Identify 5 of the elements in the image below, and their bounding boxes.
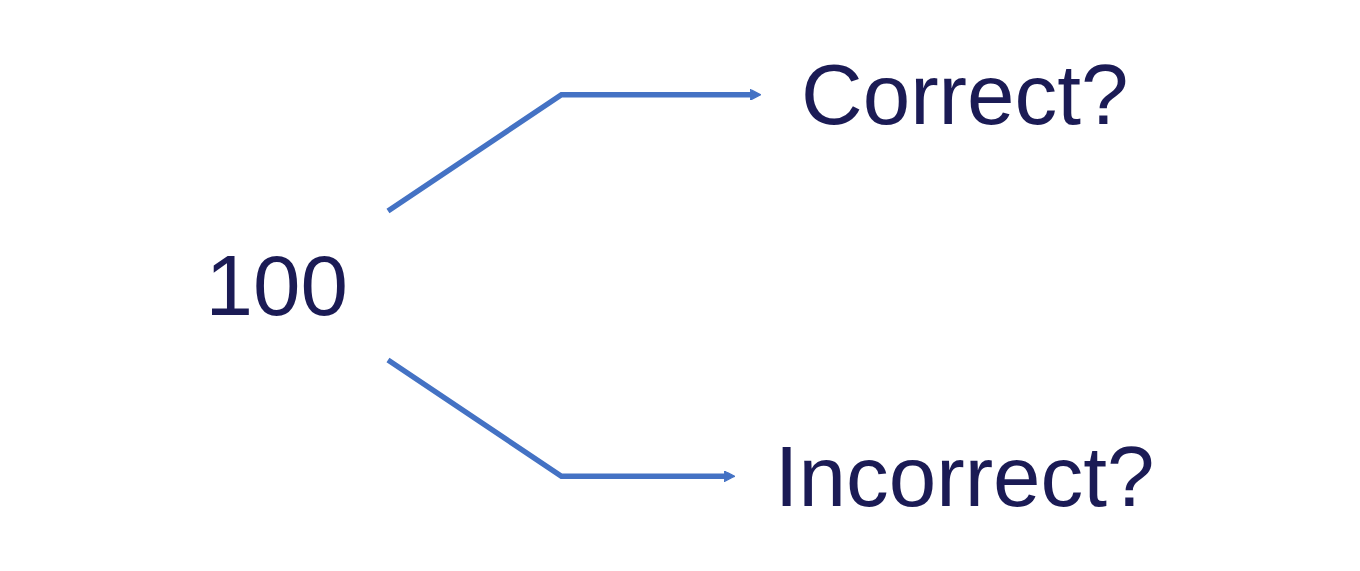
node-text: Correct? — [800, 46, 1129, 143]
arrow — [386, 357, 736, 483]
node-text: 100 — [205, 237, 348, 334]
arrow — [386, 88, 762, 214]
node-text: Incorrect? — [774, 428, 1155, 525]
